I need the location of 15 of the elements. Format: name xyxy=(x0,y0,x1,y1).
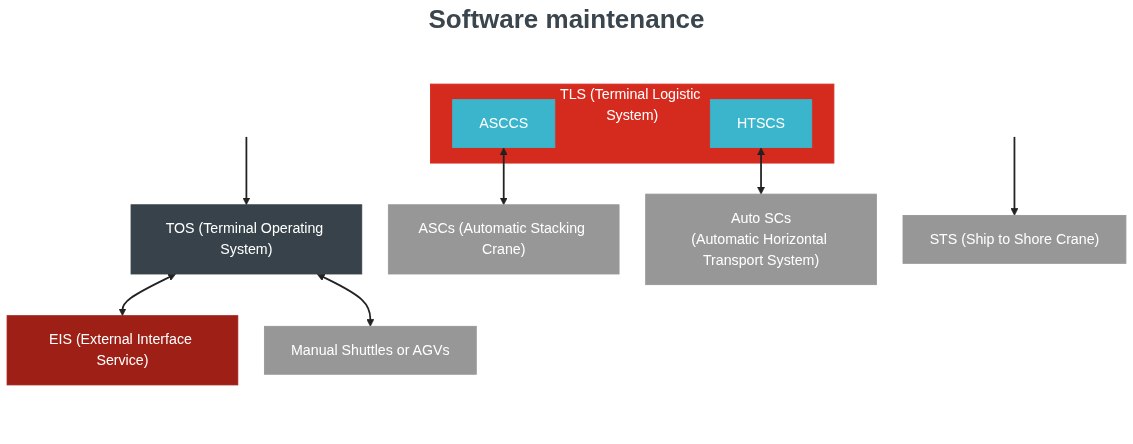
node-box: Auto SCs (Automatic Horizontal Transport System) xyxy=(645,193,877,286)
node-box: STS (Ship to Shore Crane) xyxy=(902,214,1127,264)
node-box: ASCs (Automatic Stacking Crane) xyxy=(387,204,620,275)
node-box: ASCCS xyxy=(452,99,556,148)
node-box: TOS (Terminal Operating System) xyxy=(130,204,363,275)
node-box: EIS (External Interface Service) xyxy=(6,315,239,386)
node-box: HTSCS xyxy=(709,99,813,148)
arrow xyxy=(242,136,251,206)
arrow xyxy=(499,147,508,206)
diagram-title: Software maintenance xyxy=(427,4,706,35)
arrow xyxy=(1010,136,1019,216)
arrow xyxy=(118,273,176,317)
arrow xyxy=(316,273,375,327)
arrow xyxy=(757,147,765,195)
node-box: Manual Shuttles or AGVs xyxy=(263,325,477,375)
